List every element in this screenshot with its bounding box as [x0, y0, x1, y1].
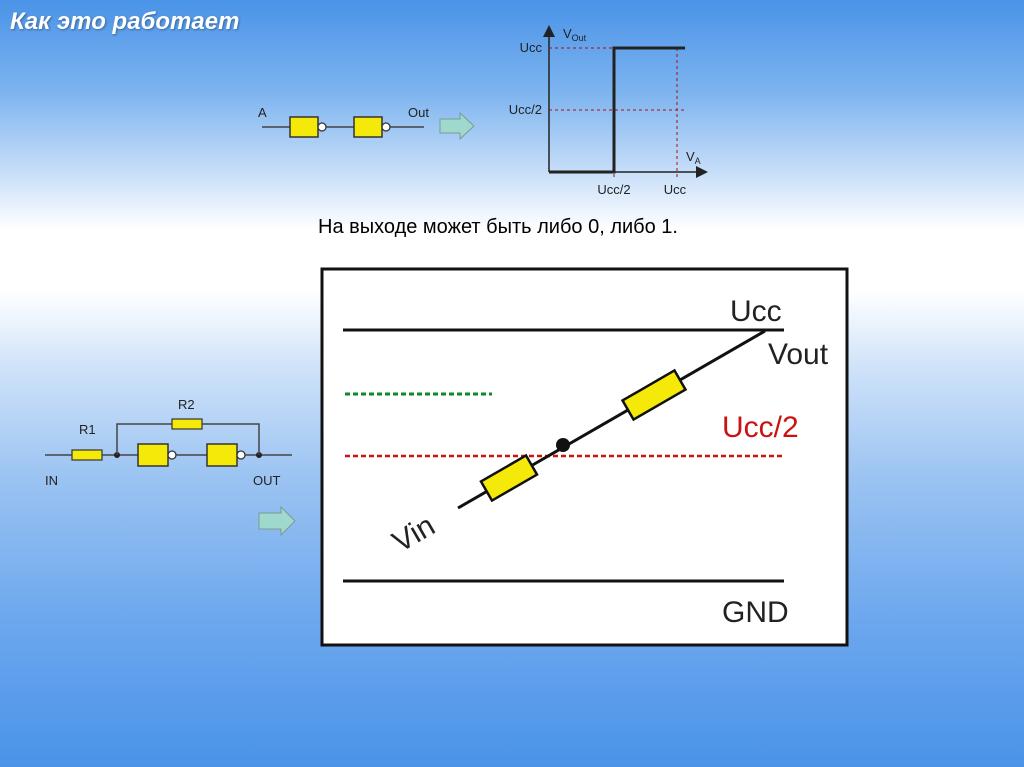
latch-circuit: R1 R2 IN OUT	[45, 397, 292, 488]
ucc-half-label: Ucc/2	[722, 411, 799, 444]
inverter-bubble-1	[317, 122, 327, 132]
latch-gate-2	[206, 443, 238, 467]
caption-text: На выходе может быть либо 0, либо 1.	[318, 216, 678, 238]
buffer-gate-1	[289, 116, 319, 138]
buffer-gate-2	[353, 116, 383, 138]
gnd-label: GND	[722, 596, 789, 629]
buffer-diagram: A Out	[258, 105, 429, 138]
divider-diagram: Ucc Vout Ucc/2 Vin GND	[320, 267, 849, 647]
arrow-right-icon	[439, 111, 475, 141]
x-axis-label: VA	[686, 149, 701, 166]
buffer-input-label: A	[258, 105, 267, 120]
step-curve	[549, 46, 685, 174]
inverter-bubble-2	[381, 122, 391, 132]
resistor-r2	[171, 418, 203, 430]
circuit-input-label: IN	[45, 473, 58, 488]
slide-title: Как это работает	[10, 8, 240, 35]
divider-resistor-upper	[620, 368, 688, 422]
vout-label: Vout	[768, 338, 829, 371]
y-tick-ucc-half: Ucc/2	[509, 102, 542, 117]
buffer-output-label: Out	[408, 105, 429, 120]
x-tick-ucc: Ucc	[664, 182, 687, 197]
circuit-output-label: OUT	[253, 473, 281, 488]
arrow-right-icon	[258, 505, 296, 537]
ucc-label: Ucc	[730, 295, 782, 328]
midpoint-node	[556, 438, 570, 452]
r2-label: R2	[178, 397, 195, 412]
divider-resistor-lower	[479, 453, 539, 503]
transfer-graph: VOut VA Ucc Ucc/2 Ucc/2 Ucc	[509, 25, 708, 197]
r1-label: R1	[79, 422, 96, 437]
resistor-r1	[71, 449, 103, 461]
y-axis-label: VOut	[563, 26, 587, 43]
y-tick-ucc: Ucc	[520, 40, 543, 55]
x-tick-ucc-half: Ucc/2	[597, 182, 630, 197]
latch-gate-1	[137, 443, 169, 467]
